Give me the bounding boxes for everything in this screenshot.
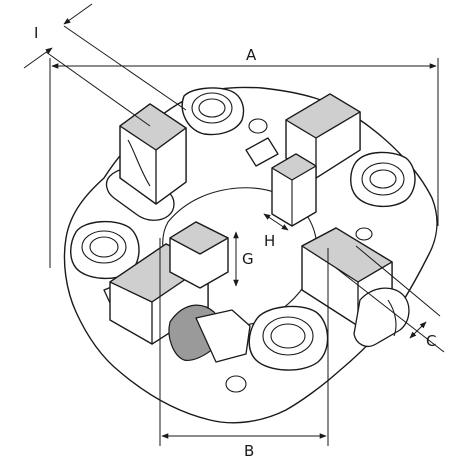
dimension-c: C [335,245,445,353]
label-b: B [244,442,254,458]
label-c: C [426,332,436,350]
dimension-b: B [159,238,329,458]
terminal-lead [168,304,251,363]
label-h: H [264,232,275,250]
screw-boss-right [350,151,416,207]
screw-boss-top [181,87,245,136]
dimension-g: G [233,231,254,287]
label-g: G [242,250,254,268]
dimension-h: H [263,213,289,250]
mounting-hole-right [355,227,373,241]
label-a: A [246,46,257,64]
screw-boss-bottom [248,305,329,371]
brush-holder-top-left [105,103,187,221]
dimension-a: A [49,46,439,268]
mounting-hole-top [248,118,268,134]
mounting-hole-bottom [225,375,247,393]
dimension-i: I [23,3,187,127]
label-i: I [34,24,38,42]
brush-holder-top-right [245,93,361,227]
